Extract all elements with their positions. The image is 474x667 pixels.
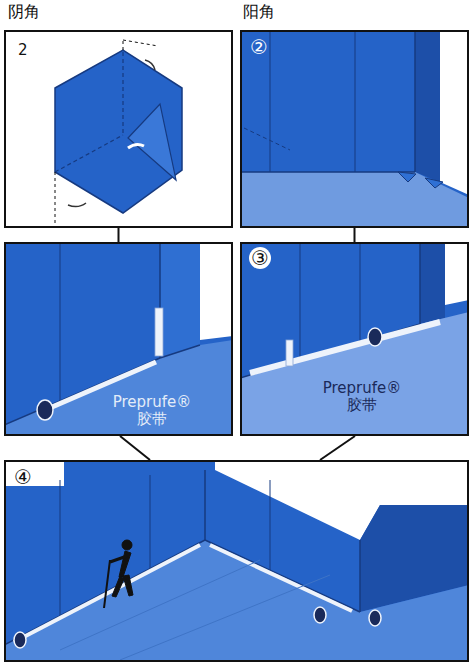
step-panel: ③ Preprufe® 胶带 xyxy=(240,242,469,436)
panel-connector xyxy=(118,228,120,242)
panel-connector xyxy=(320,436,355,460)
column-heading: 阳角 xyxy=(243,3,275,21)
panel-connector xyxy=(354,228,356,242)
worker xyxy=(104,540,133,608)
step-panel: 2 xyxy=(4,30,233,228)
step-panel: ② xyxy=(240,30,469,228)
step-number: 2 xyxy=(18,42,28,59)
site-scene xyxy=(4,460,469,662)
step-panel: ④ xyxy=(4,460,469,662)
callout-number: ③ xyxy=(251,247,269,270)
inside-corner-tape-sketch xyxy=(4,242,233,436)
outside-corner-sketch xyxy=(240,30,469,228)
fold-sketch xyxy=(4,30,233,228)
tape-label: Preprufe® 胶带 xyxy=(104,394,200,429)
outside-corner-tape-sketch xyxy=(240,242,469,436)
panel-connector xyxy=(120,436,150,460)
column-heading: 阴角 xyxy=(8,3,40,21)
tape-label: Preprufe® 胶带 xyxy=(314,380,410,415)
step-panel: Preprufe® 胶带 xyxy=(4,242,233,436)
callout-number: ② xyxy=(250,36,268,59)
callout-number: ④ xyxy=(14,466,32,489)
